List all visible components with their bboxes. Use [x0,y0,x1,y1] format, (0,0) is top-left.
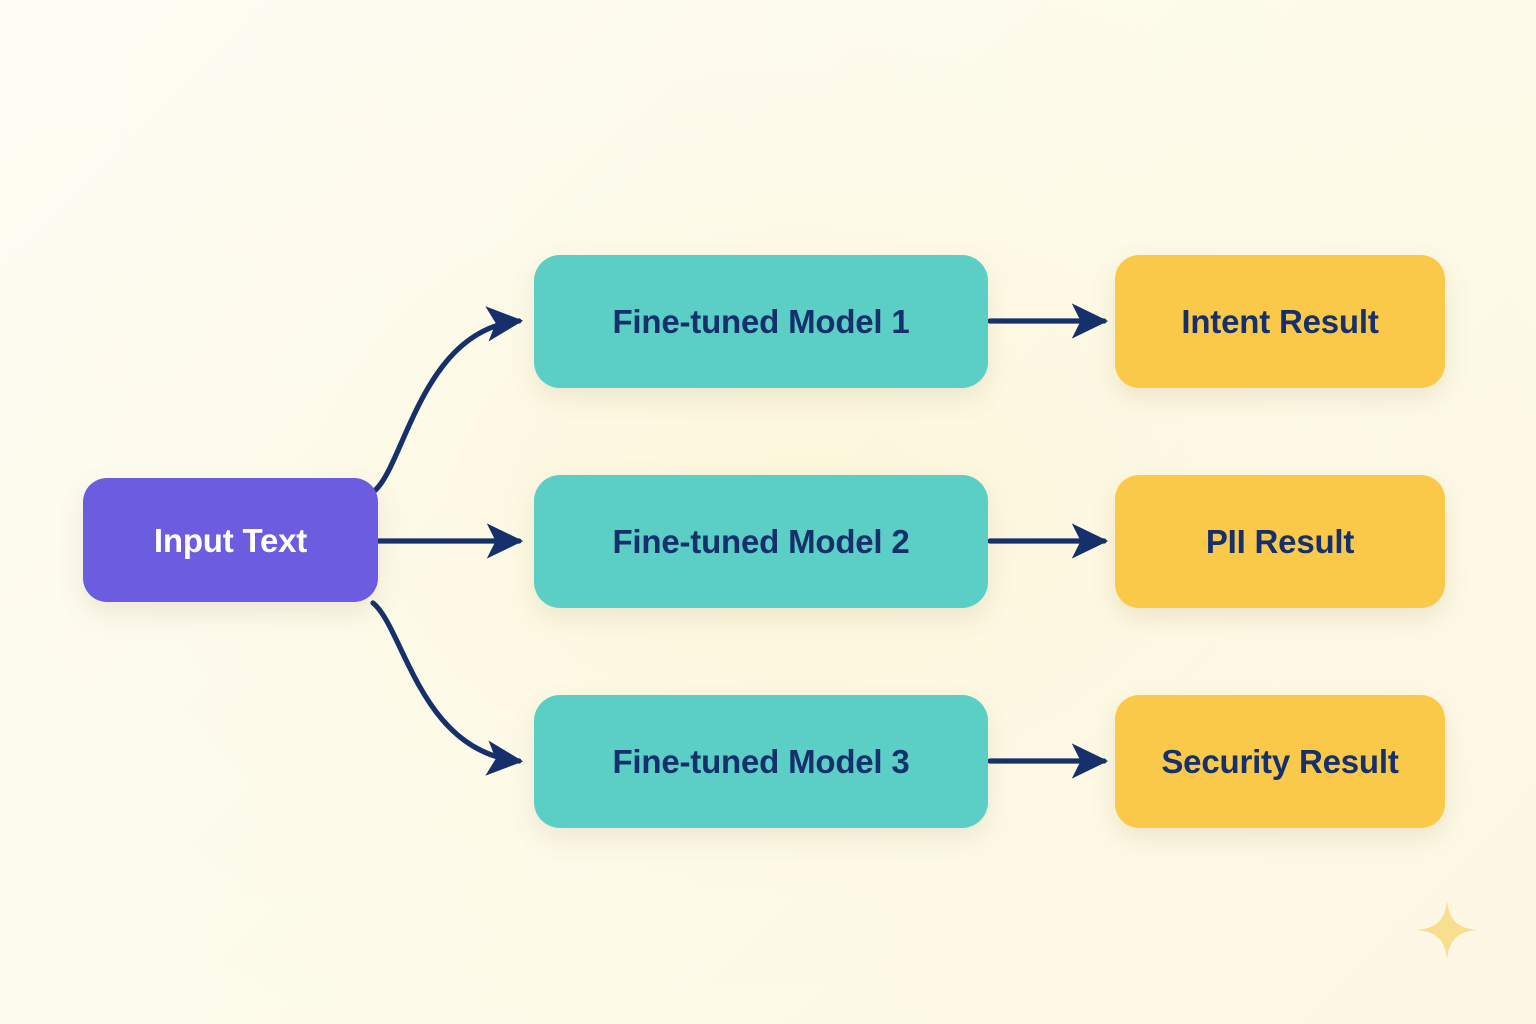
node-fine-tuned-model-3-label: Fine-tuned Model 3 [612,743,910,780]
node-input-text-label: Input Text [153,521,308,559]
edge-input-to-model-1 [370,306,524,495]
edge-input-to-model-3 [370,600,524,776]
node-input-text[interactable]: Input Text [83,478,378,602]
node-security-result-label: Security Result [1161,743,1399,780]
node-pii-result-label: PII Result [1205,523,1355,560]
node-pii-result[interactable]: PII Result [1115,475,1445,608]
node-fine-tuned-model-1-label: Fine-tuned Model 1 [612,303,910,340]
node-fine-tuned-model-2-label: Fine-tuned Model 2 [612,523,910,560]
node-fine-tuned-model-1[interactable]: Fine-tuned Model 1 [534,255,988,388]
node-intent-result-label: Intent Result [1181,303,1379,340]
node-intent-result[interactable]: Intent Result [1115,255,1445,388]
node-fine-tuned-model-3[interactable]: Fine-tuned Model 3 [534,695,988,828]
node-security-result[interactable]: Security Result [1115,695,1445,828]
node-fine-tuned-model-2[interactable]: Fine-tuned Model 2 [534,475,988,608]
